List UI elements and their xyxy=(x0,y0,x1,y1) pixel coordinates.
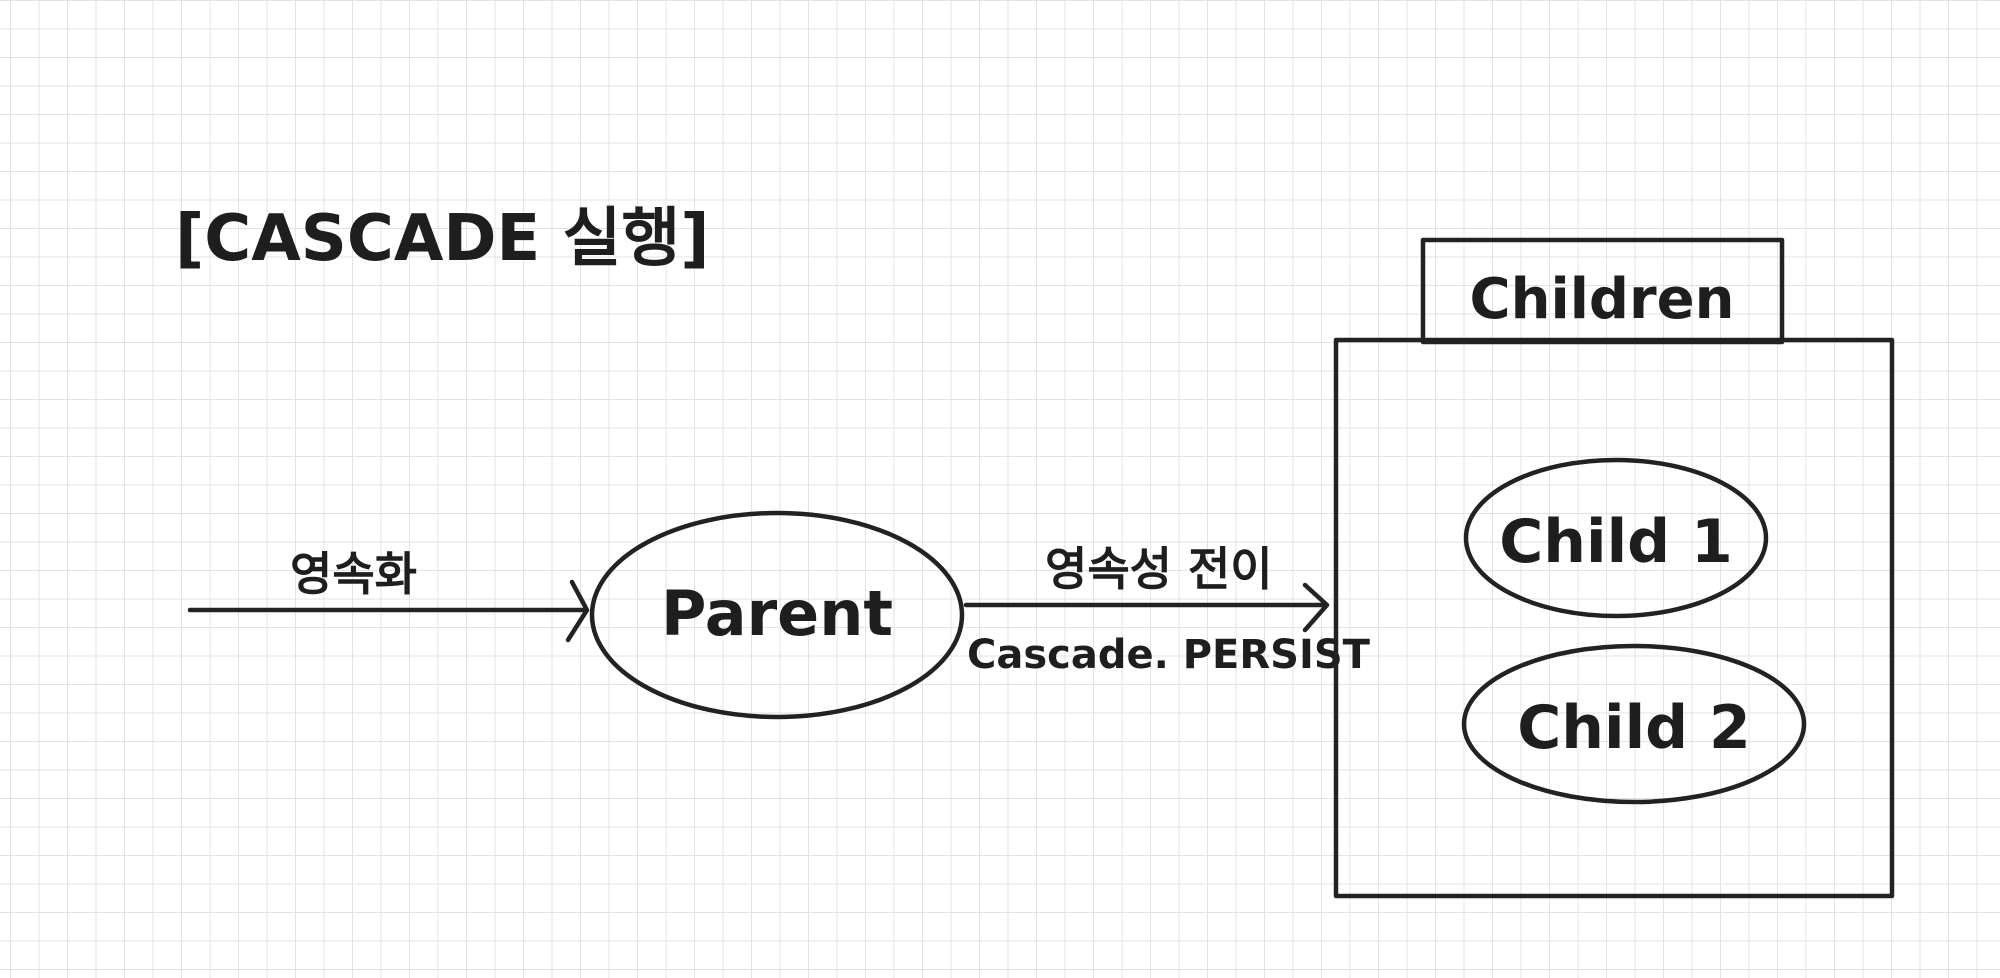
parent-node-label: Parent xyxy=(661,577,893,650)
incoming-arrow-head xyxy=(565,579,590,643)
outgoing-arrow-head xyxy=(1302,582,1330,633)
child-2-label: Child 2 xyxy=(1517,693,1750,763)
outgoing-arrow-label-bottom: Cascade. PERSIST xyxy=(967,632,1371,678)
outgoing-arrow-label-top: 영속성 전이 xyxy=(1045,542,1273,596)
diagram-title: [CASCADE 실행] xyxy=(175,202,709,276)
children-collection: Children Child 1 Child 2 xyxy=(1333,237,1895,899)
parent-node xyxy=(589,510,965,720)
child-1-node xyxy=(1463,457,1769,619)
incoming-arrow xyxy=(187,579,590,643)
child-2-node xyxy=(1461,643,1807,805)
outgoing-arrow xyxy=(963,582,1330,633)
child-1-label: Child 1 xyxy=(1499,507,1732,577)
incoming-arrow-label: 영속화 xyxy=(290,547,417,601)
children-tab-label: Children xyxy=(1470,267,1735,332)
children-box xyxy=(1333,337,1895,899)
